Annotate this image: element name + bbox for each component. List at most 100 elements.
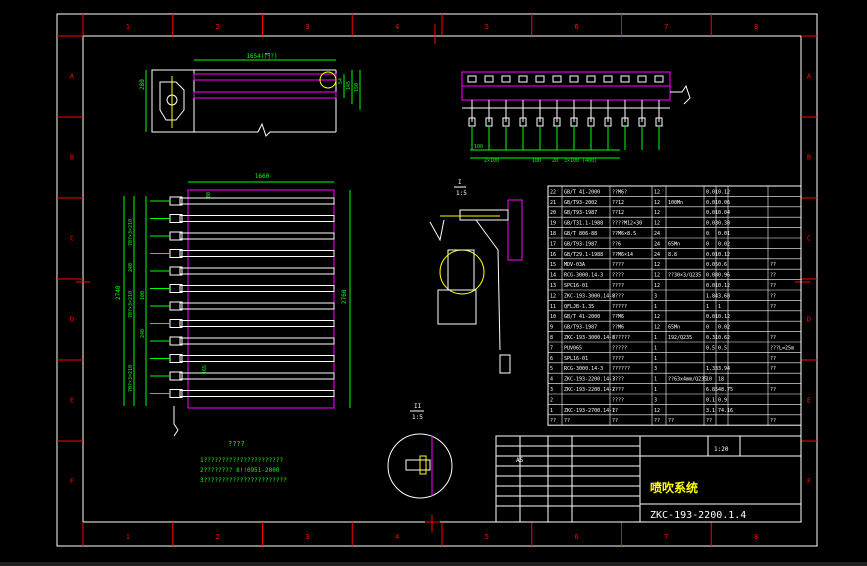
bom-header-no: ?? (550, 418, 556, 424)
bom-cell-code: RCG-3000.14-3 (564, 366, 603, 372)
bom-cell-note: ?? (770, 366, 776, 372)
bom-cell-code: ZKC-193-3000.14-8 (564, 293, 615, 299)
grid-letter-left: E (70, 397, 74, 405)
bom-cell-w1: 6.85 (706, 387, 718, 393)
front-view-left-dim-3: 70?×3=210 (128, 291, 134, 318)
bom-cell-name: ??M6×8.5 (612, 231, 636, 237)
bom-cell-no: 13 (550, 283, 556, 289)
blowpipe-tube (179, 337, 335, 345)
bom-cell-code: ZKC-193-2700.14-1 (564, 408, 615, 414)
bom-cell-no: 9 (550, 325, 553, 331)
bom-cell-name: ????M12×30 (612, 221, 642, 227)
bom-cell-note: ?? (770, 273, 776, 279)
grid-number-top: 1 (126, 23, 130, 31)
bom-cell-w2: 0.12 (718, 314, 730, 320)
bom-cell-name: ???? (612, 387, 624, 393)
manifold-dim-1: 100 (474, 144, 483, 150)
bom-cell-code: PUV065 (564, 345, 582, 351)
outer-border (56, 13, 818, 547)
bom-cell-no: 6 (550, 356, 553, 362)
bom-cell-spec: 65Mn (668, 325, 680, 331)
bom-cell-note: ?? (770, 335, 776, 341)
bom-cell-qty: 12 (654, 314, 660, 320)
grid-number-bottom: 5 (485, 533, 489, 541)
bom-cell-qty: 12 (654, 200, 660, 206)
bom-header-spec: ?? (668, 418, 674, 424)
bom-cell-code: GB/T93-1987 (564, 241, 597, 247)
bom-cell-qty: 12 (654, 189, 660, 195)
bom-cell-no: 10 (550, 314, 556, 320)
bom-cell-w1: 1 (706, 304, 709, 310)
bom-cell-no: 19 (550, 221, 556, 227)
bom-cell-spec: ??30×3/Q235 (668, 273, 701, 279)
bom-header-note: ?? (770, 418, 776, 424)
blowpipe-tube (179, 232, 335, 240)
bom-cell-qty: 1 (654, 387, 657, 393)
bom-cell-qty: 1 (654, 304, 657, 310)
bom-cell-w1: 10 (706, 377, 712, 383)
bom-cell-w2: 0.04 (718, 210, 730, 216)
bom-cell-qty: 12 (654, 210, 660, 216)
bom-cell-w2: 48.75 (718, 387, 733, 393)
manifold-valve (637, 75, 647, 83)
center-marks (76, 24, 810, 532)
bom-cell-w1: 0.01 (706, 189, 718, 195)
bom-cell-qty: 12 (654, 262, 660, 268)
bom-cell-note: ?? (770, 262, 776, 268)
bom-cell-code: GB/T 806-88 (564, 231, 597, 237)
bom-cell-no: 2 (550, 397, 553, 403)
bom-cell-w2: 0.01 (718, 231, 730, 237)
bom-cell-qty: 12 (654, 408, 660, 414)
grid-number-bottom: 4 (395, 533, 399, 541)
manifold-view: 100 2×100 100 20 3×100 (400) (461, 71, 691, 164)
bom-cell-w1: 1.33 (706, 366, 718, 372)
bom-cell-no: 4 (550, 377, 553, 383)
front-view-width-dim: 1660 (255, 173, 270, 180)
bom-cell-qty: 12 (654, 221, 660, 227)
bom-cell-name: ??6 (612, 241, 621, 247)
grid-letter-right: B (807, 154, 811, 162)
detail-ii-scale: 1:5 (412, 414, 423, 421)
bom-cell-name: ???? (612, 293, 624, 299)
front-view-side-dim: 80 (206, 192, 212, 198)
bom-cell-qty: 1 (654, 345, 657, 351)
bom-cell-w2: 3.68 (718, 293, 730, 299)
grid-number-top: 3 (305, 23, 309, 31)
blowpipe-tube (179, 302, 335, 310)
grid-number-top: 2 (216, 23, 220, 31)
bom-cell-w2: 0.9 (718, 397, 727, 403)
bom-cell-qty: 1 (654, 335, 657, 341)
blowpipe-tube (179, 250, 335, 257)
grid-number-bottom: 3 (305, 533, 309, 541)
bom-cell-name: ??12 (612, 210, 624, 216)
bom-cell-spec: 100Mn (668, 200, 683, 206)
bom-cell-code: GB/T 41-2000 (564, 314, 600, 320)
bom-cell-code: MDV-03A (564, 262, 585, 268)
detail-i-label: I (458, 179, 462, 186)
bom-cell-no: 7 (550, 345, 553, 351)
manifold-dim-5: 3×100 (400) (564, 158, 597, 164)
bom-cell-name: ????? (612, 304, 627, 310)
bom-cell-qty: 1 (654, 356, 657, 362)
bom-cell-name: ???? (612, 273, 624, 279)
technical-notes: ???? 1?????????????????????? 2???????? 8… (200, 440, 287, 484)
bom-cell-w2: 0.02 (718, 241, 730, 247)
bom-cell-w2: 0.12 (718, 189, 730, 195)
bom-header-code: ?? (564, 418, 570, 424)
bom-cell-name: ???? (612, 377, 624, 383)
manifold-valve (518, 75, 528, 83)
blowpipe-tube (179, 355, 335, 362)
bom-cell-no: 8 (550, 335, 553, 341)
bom-cell-code: GB/T 41-2000 (564, 189, 600, 195)
bom-cell-w2: 74.16 (718, 408, 733, 414)
bom-cell-note: ?? (770, 283, 776, 289)
bom-cell-name: ????? (612, 345, 627, 351)
bom-cell-note: ?? (770, 356, 776, 362)
grid-letter-right: F (807, 478, 811, 486)
bom-cell-code: GB/T31.1-1988 (564, 221, 603, 227)
bom-header-w: ?? (706, 418, 712, 424)
bom-cell-w2: 0.96 (718, 273, 730, 279)
bom-cell-qty: 3 (654, 397, 657, 403)
blowpipe-tube (179, 267, 335, 275)
